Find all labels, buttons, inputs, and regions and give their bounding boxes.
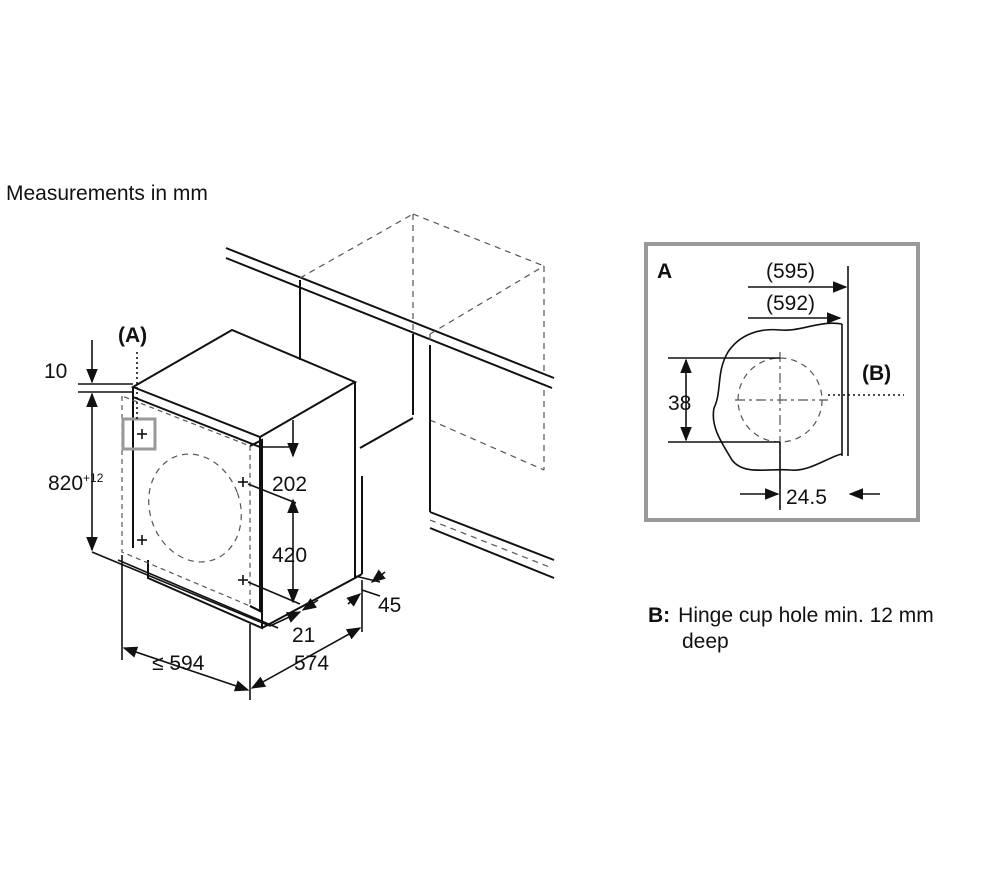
dim-hinge-spacing: 420 [272,544,307,567]
detail-a-title: A [657,260,672,283]
dim-top-gap: 10 [44,360,67,383]
dim-outer: (595) [766,260,815,283]
detail-a-panel: A (595) (592) 38 24.5 (B) [644,242,920,522]
note-line-2: deep [682,630,729,653]
kitchen-niche [225,213,555,579]
detail-a-label: (A) [118,324,147,347]
caption: Measurements in mm [6,182,208,205]
dim-cup-diameter: 38 [668,392,691,415]
dim-height-value: 820 [48,472,83,495]
dimension-arrow-icon [78,340,386,700]
note-line-1: B: Hinge cup hole min. 12 mm [648,604,934,627]
dim-plinth-depth: 45 [378,594,401,617]
dim-inner: (592) [766,292,815,315]
dim-height: 820+12 [48,471,104,495]
dim-width: ≤ 594 [152,652,205,675]
dim-height-tol: +12 [83,471,104,485]
cup-label: (B) [862,362,891,385]
dim-hinge-top: 202 [272,473,307,496]
dim-depth: 574 [294,652,329,675]
detail-a-marker [121,417,157,451]
note-text-1: Hinge cup hole min. 12 mm [678,604,934,627]
note-key: B: [648,604,670,627]
dim-cup-offset: 24.5 [786,486,827,509]
dim-door-offset: 21 [292,624,315,647]
washing-machine-body [91,328,363,630]
hinge-mark-icon [137,429,248,585]
